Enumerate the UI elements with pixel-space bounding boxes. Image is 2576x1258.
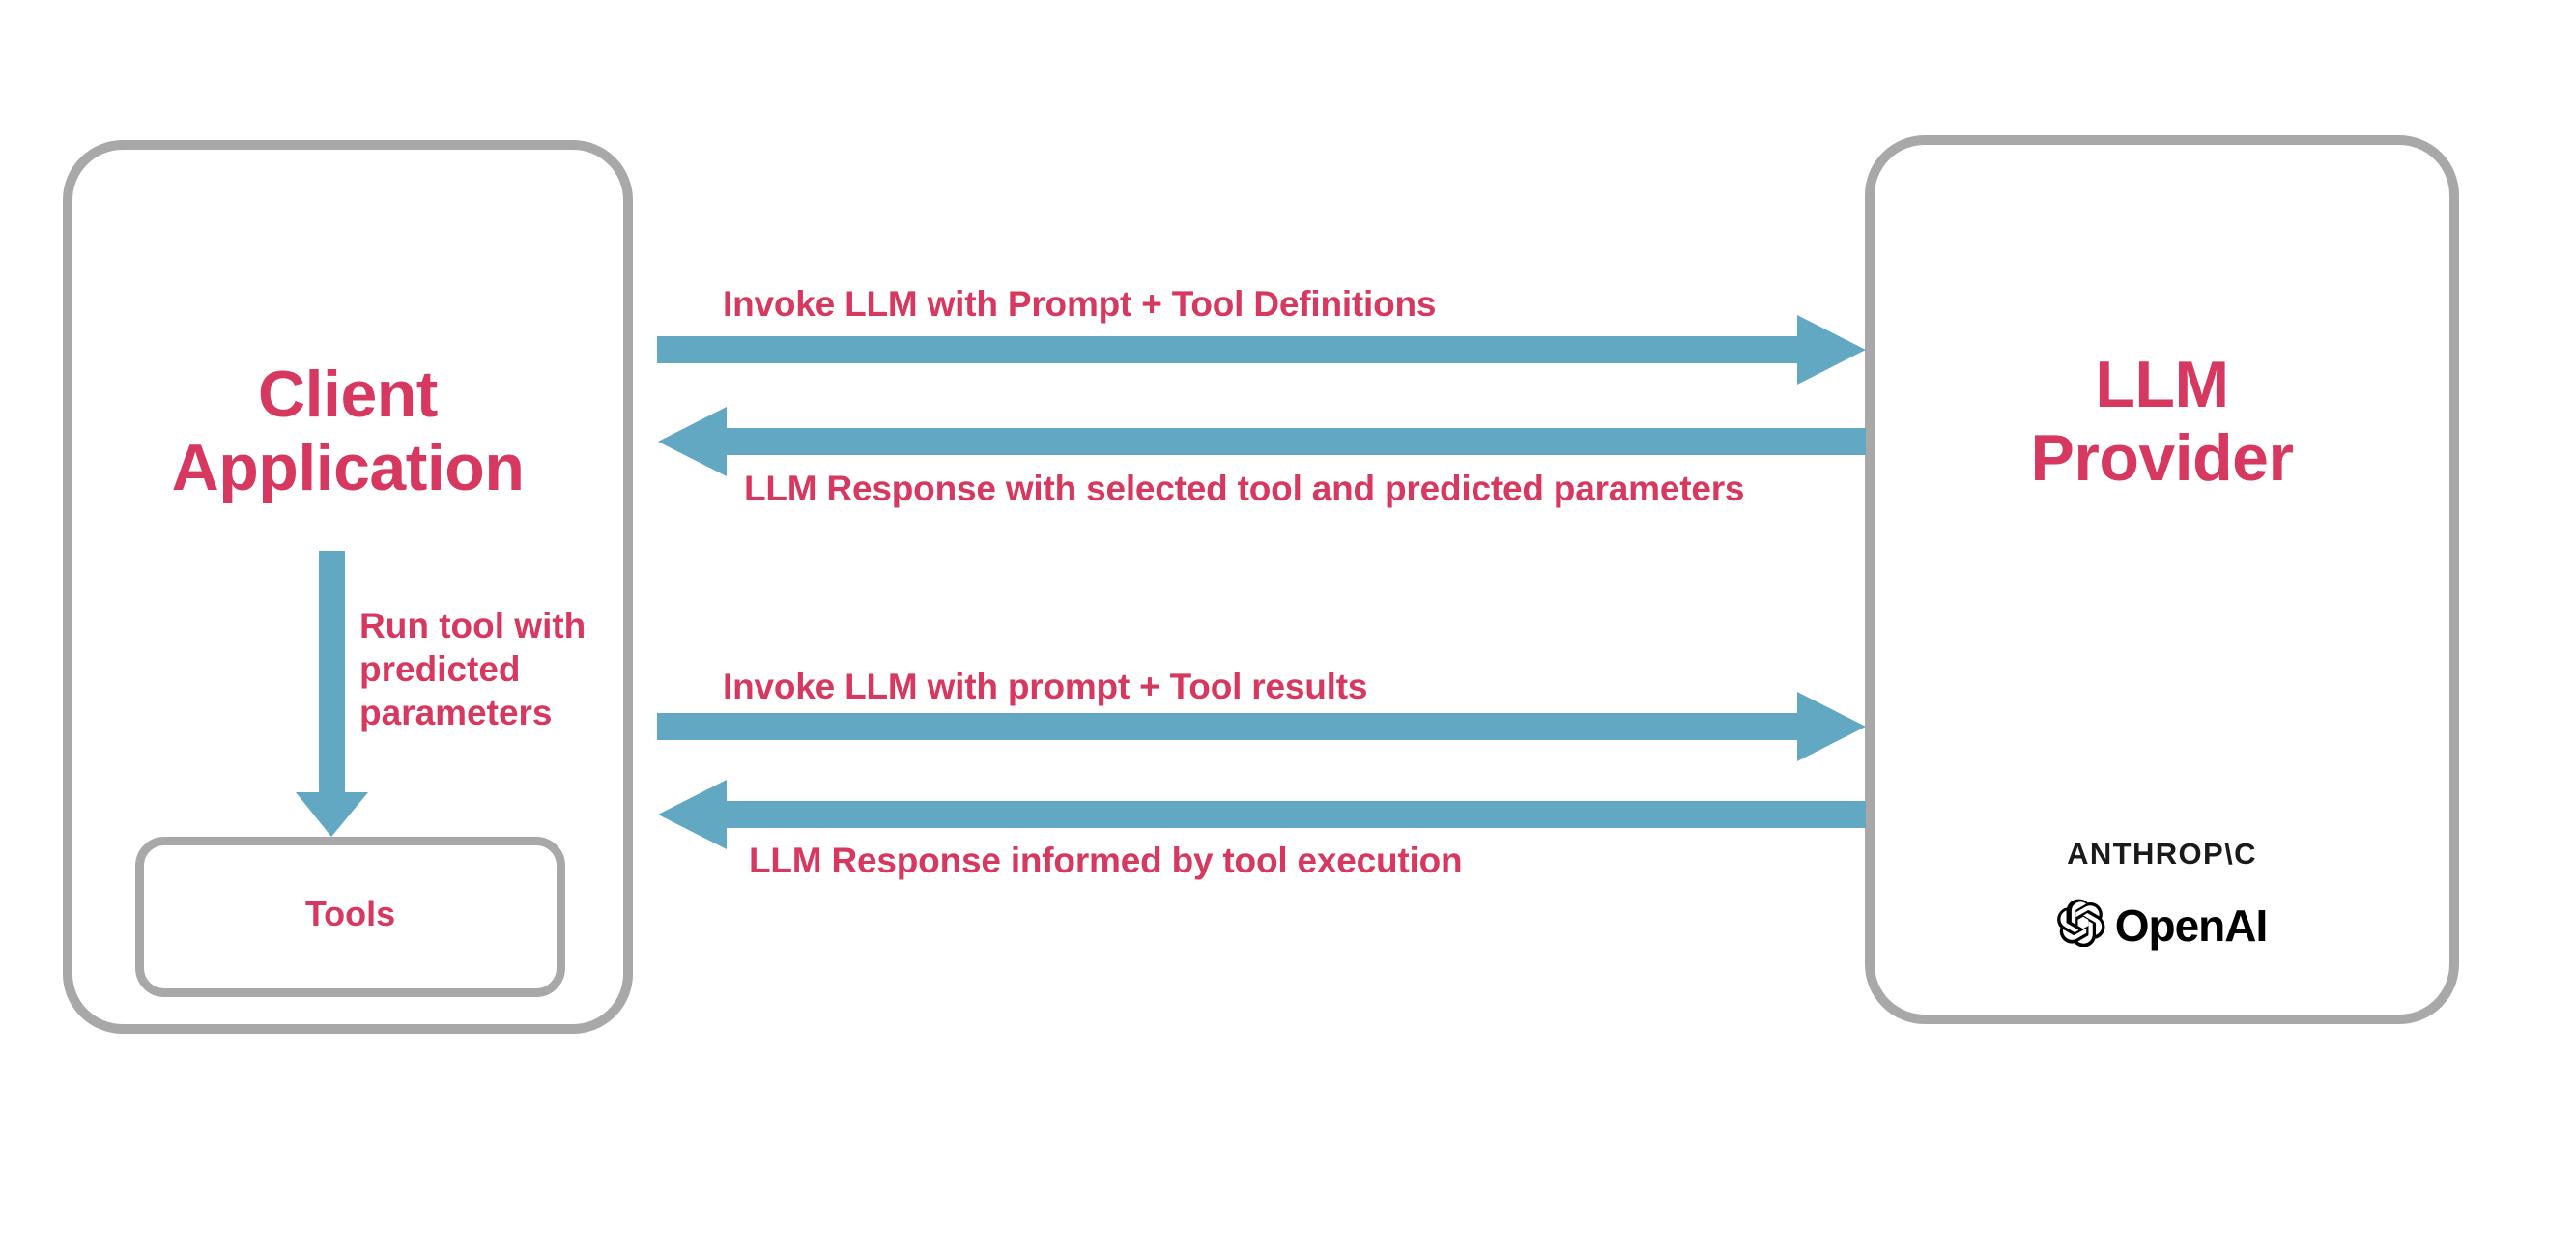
openai-flower-icon [2056, 899, 2105, 952]
run-tool-caption: Run tool with predicted parameters [359, 606, 587, 733]
openai-wordmark: OpenAI [2114, 900, 2269, 951]
message-caption-response-1: LLM Response with selected tool and pred… [744, 469, 1745, 508]
tools-node-label: Tools [304, 894, 396, 933]
llm-provider-title: LLM Provider [2030, 348, 2294, 496]
llm-provider-node [1865, 135, 2459, 1024]
arrow-right-icon-invoke-1 [657, 315, 1866, 385]
message-caption-invoke-2: Invoke LLM with prompt + Tool results [723, 667, 1368, 706]
openai-logo: OpenAI [1865, 899, 2459, 952]
message-caption-response-2: LLM Response informed by tool execution [749, 841, 1463, 880]
arrow-left-icon-response-2 [658, 780, 1866, 849]
message-caption-invoke-1: Invoke LLM with Prompt + Tool Definition… [723, 284, 1437, 324]
anthropic-logo: ANTHROP\C [2067, 837, 2257, 871]
arrow-left-icon-response-1 [658, 407, 1866, 476]
client-application-title: Client Application [171, 357, 525, 505]
tools-node [135, 837, 565, 997]
